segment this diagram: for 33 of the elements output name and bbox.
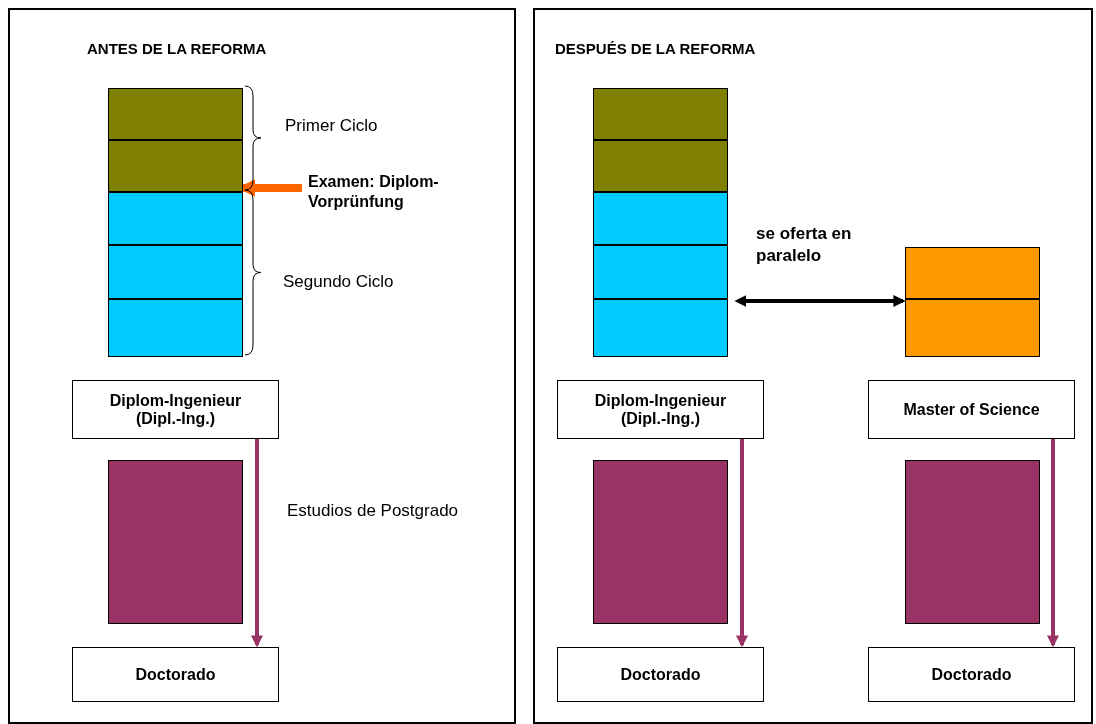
arrow xyxy=(736,437,748,648)
arrow xyxy=(1047,437,1059,648)
degree-box: Master of Science xyxy=(868,380,1075,439)
degree-box: Diplom-Ingenieur (Dipl.-Ing.) xyxy=(557,380,764,439)
degree-box: Doctorado xyxy=(72,647,279,702)
stack-block xyxy=(593,192,728,245)
arrow xyxy=(734,295,906,307)
panel-heading: ANTES DE LA REFORMA xyxy=(87,40,267,57)
stack-block xyxy=(593,245,728,299)
degree-box: Doctorado xyxy=(868,647,1075,702)
stack-block xyxy=(108,299,243,357)
arrow xyxy=(251,437,263,648)
exam-note: Examen: Diplom-Vorprünfung xyxy=(308,172,458,216)
stack-block xyxy=(593,88,728,140)
stack-block xyxy=(593,460,728,624)
degree-box: Diplom-Ingenieur (Dipl.-Ing.) xyxy=(72,380,279,439)
stack-block xyxy=(108,460,243,624)
stack-block xyxy=(905,247,1040,299)
edge-label: Estudios de Postgrado xyxy=(287,501,459,521)
degree-box: Doctorado xyxy=(557,647,764,702)
cycle-label: Segundo Ciclo xyxy=(283,272,394,292)
panel xyxy=(8,8,516,724)
stack-block xyxy=(593,299,728,357)
stack-block xyxy=(108,88,243,140)
stack-block xyxy=(905,460,1040,624)
stack-block xyxy=(905,299,1040,357)
cycle-label: Primer Ciclo xyxy=(285,116,378,136)
panel-heading: DESPUÉS DE LA REFORMA xyxy=(555,40,756,57)
stack-block xyxy=(593,140,728,192)
stack-block xyxy=(108,140,243,192)
stack-block xyxy=(108,245,243,299)
stack-block xyxy=(108,192,243,245)
panel xyxy=(533,8,1093,724)
